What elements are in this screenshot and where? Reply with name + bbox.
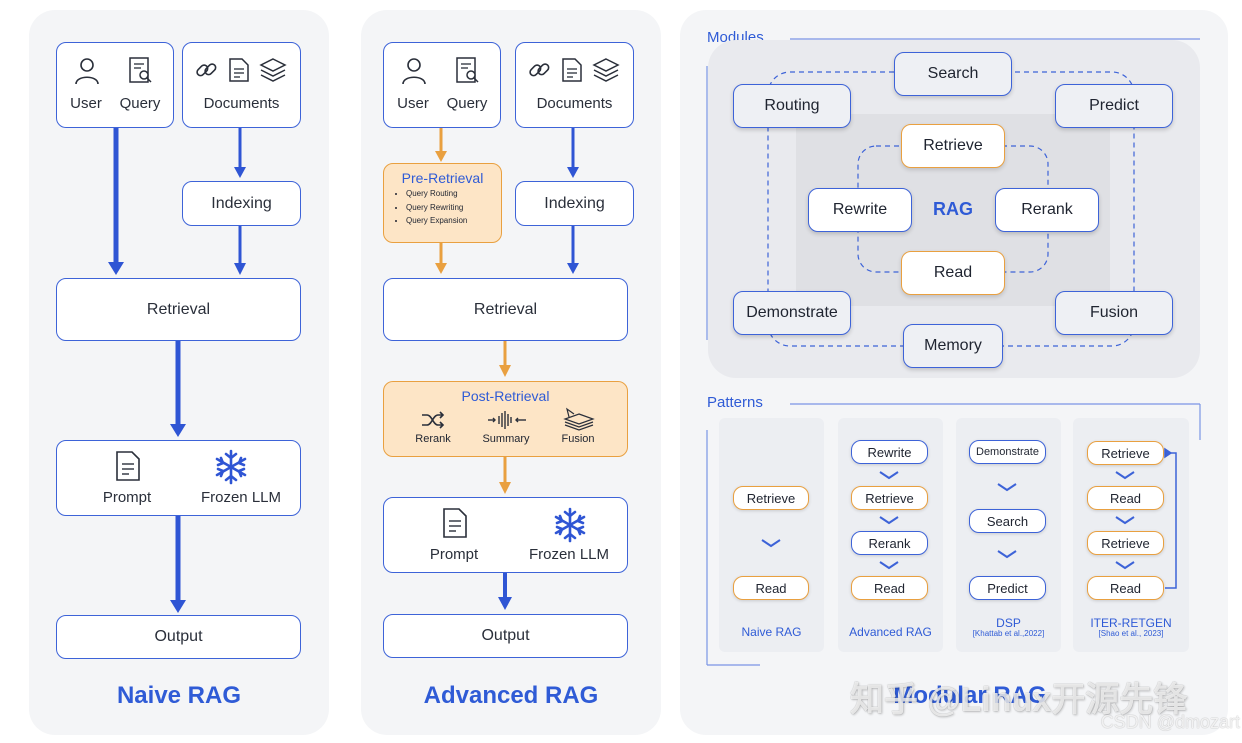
- snowflake-icon: [215, 449, 247, 485]
- pattern-dsp-step: Search: [969, 509, 1046, 533]
- module-rewrite: Rewrite: [808, 188, 912, 232]
- naive-query-label: Query: [119, 95, 161, 112]
- advanced-retrieval-box: Retrieval: [383, 278, 628, 341]
- snowflake-icon: [554, 507, 586, 543]
- naive-output-box: Output: [56, 615, 301, 659]
- naive-prompt-llm-box: [56, 440, 301, 516]
- naive-prompt-label: Prompt: [102, 489, 152, 506]
- advanced-query-label: Query: [446, 95, 488, 112]
- module-read: Read: [901, 251, 1005, 295]
- pattern-dsp-name: DSP: [996, 616, 1021, 630]
- pre-retrieval-list: Query Routing Query Rewriting Query Expa…: [394, 187, 467, 228]
- advanced-prompt-label: Prompt: [429, 546, 479, 563]
- pattern-iter-cite: [Shao et al., 2023]: [1098, 629, 1164, 638]
- document-icon: [229, 58, 249, 82]
- naive-user-query-box: [56, 42, 174, 128]
- rag-center-label: RAG: [933, 199, 973, 219]
- advanced-rag-title: Advanced RAG: [423, 682, 599, 709]
- advanced-frozen-llm-label: Frozen LLM: [528, 546, 610, 563]
- naive-frozen-llm-label: Frozen LLM: [200, 489, 282, 506]
- naive-user-label: User: [70, 95, 102, 112]
- advanced-arrows: [435, 128, 579, 610]
- shuffle-icon: [422, 411, 445, 429]
- pattern-advanced-step: Retrieve: [851, 486, 928, 510]
- naive-rag-title: Naive RAG: [116, 682, 242, 709]
- pattern-advanced-step: Rewrite: [851, 440, 928, 464]
- advanced-indexing-box: Indexing: [515, 181, 634, 226]
- advanced-user-label: User: [397, 95, 429, 112]
- pattern-iter-step: Retrieve: [1087, 531, 1164, 555]
- pre-retrieval-title: Pre-Retrieval: [401, 170, 484, 186]
- pattern-naive-step: Read: [733, 576, 809, 600]
- naive-documents-box: [182, 42, 301, 128]
- document-icon: [562, 58, 582, 82]
- modular-outline-lines: [706, 38, 1201, 666]
- post-retrieval-title: Post-Retrieval: [461, 388, 550, 404]
- link-icon: [196, 63, 217, 77]
- module-rerank: Rerank: [995, 188, 1099, 232]
- link-icon: [529, 63, 550, 77]
- pattern-column-naive: [719, 418, 824, 652]
- modular-rag-title: Modular RAG: [893, 682, 1047, 709]
- advanced-documents-label: Documents: [536, 95, 613, 112]
- pattern-dsp-step: Demonstrate: [969, 440, 1046, 464]
- post-retrieval-item-rerank: Rerank: [415, 433, 451, 445]
- pre-retrieval-box: [383, 163, 502, 243]
- pattern-iter-step: Retrieve: [1087, 441, 1164, 465]
- fusion-stack-icon: [563, 407, 595, 431]
- prompt-document-icon: [443, 508, 467, 538]
- module-routing: Routing: [733, 84, 851, 128]
- pattern-dsp-cite: [Khattab et al.,2022]: [972, 629, 1045, 638]
- module-memory: Memory: [903, 324, 1003, 368]
- pattern-advanced-step: Rerank: [851, 531, 928, 555]
- module-retrieve: Retrieve: [901, 124, 1005, 168]
- pre-retrieval-item: Query Routing: [406, 187, 467, 201]
- naive-arrows: [108, 128, 246, 613]
- post-retrieval-item-fusion: Fusion: [561, 433, 595, 445]
- pre-retrieval-item: Query Rewriting: [406, 201, 467, 215]
- pattern-naive-name: Naive RAG: [741, 625, 802, 639]
- module-fusion: Fusion: [1055, 291, 1173, 335]
- pre-retrieval-item: Query Expansion: [406, 214, 467, 228]
- pattern-iter-step: Read: [1087, 486, 1164, 510]
- advanced-output-box: Output: [383, 614, 628, 658]
- pattern-iter-name: ITER-RETGEN: [1090, 616, 1172, 630]
- summary-waveform-icon: [488, 411, 526, 429]
- query-icon: [456, 57, 479, 83]
- pattern-naive-step: Retrieve: [733, 486, 809, 510]
- patterns-label: Patterns: [707, 394, 763, 411]
- query-icon: [129, 57, 152, 83]
- naive-documents-label: Documents: [203, 95, 280, 112]
- pattern-dsp-step: Predict: [969, 576, 1046, 600]
- user-icon: [402, 58, 426, 85]
- layers-icon: [259, 58, 287, 82]
- naive-retrieval-box: Retrieval: [56, 278, 301, 341]
- pattern-iter-step: Read: [1087, 576, 1164, 600]
- advanced-documents-box: [515, 42, 634, 128]
- pattern-advanced-name: Advanced RAG: [849, 625, 932, 639]
- layers-icon: [592, 58, 620, 82]
- advanced-prompt-llm-box: [383, 497, 628, 573]
- user-icon: [75, 58, 99, 85]
- post-retrieval-item-summary: Summary: [482, 433, 530, 445]
- prompt-document-icon: [116, 451, 140, 481]
- csdn-watermark: CSDN @dmozart: [1100, 712, 1240, 732]
- pattern-advanced-step: Read: [851, 576, 928, 600]
- module-predict: Predict: [1055, 84, 1173, 128]
- site-watermark: 知乎 @Linux开源先锋: [850, 681, 1188, 719]
- module-demonstrate: Demonstrate: [733, 291, 851, 335]
- module-search: Search: [894, 52, 1012, 96]
- naive-indexing-box: Indexing: [182, 181, 301, 226]
- advanced-user-query-box: [383, 42, 501, 128]
